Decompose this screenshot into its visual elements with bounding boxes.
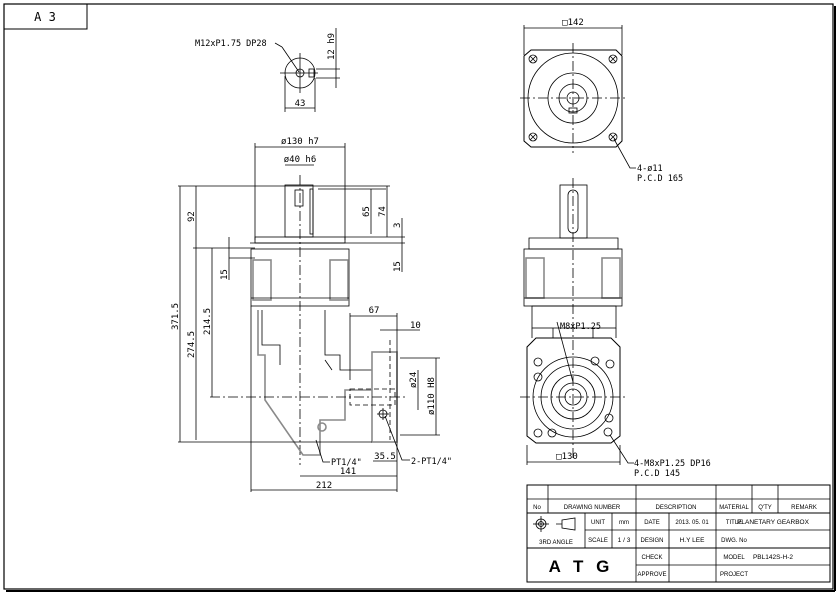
shaft-diameter-dimension: ø40 h6 <box>284 155 317 165</box>
key-width-dimension: 12 h9 <box>327 33 337 60</box>
header-qty: Q'TY <box>758 505 771 511</box>
dwg-label: DWG. No <box>721 538 747 544</box>
motor-pcd-callout: P.C.D 145 <box>634 469 680 479</box>
design-label: DESIGN <box>640 538 663 544</box>
sheet-border <box>3 3 834 590</box>
scale-value: 1 / 3 <box>618 537 631 544</box>
height-to-base-dimension: 274.5 <box>187 331 197 358</box>
model-value: PBL142S-H-2 <box>753 554 793 561</box>
header-drawing-number: DRAWING NUMBER <box>564 505 621 511</box>
input-offset-dimension: 67 <box>369 306 380 316</box>
axis-to-input-dimension: 141 <box>340 467 356 477</box>
input-view: M8xP1.25 □130 4-M8xP1.25 DP16 P.C.D 145 <box>520 178 711 479</box>
overall-length-dimension: 212 <box>316 481 332 491</box>
unit-label: UNIT <box>591 520 605 526</box>
pilot-depth-dimension: 3 <box>393 223 403 228</box>
housing-height-dimension: 92 <box>187 211 197 222</box>
project-label: PROJECT <box>720 572 748 578</box>
check-label: CHECK <box>641 555 662 561</box>
projection-label: 3RD ANGLE <box>539 540 573 546</box>
header-remark: REMARK <box>791 505 817 511</box>
date-value: 2013. 05. 01 <box>675 520 709 526</box>
flange-offset-dimension: 15 <box>220 269 230 280</box>
sheet-size-label: A 3 <box>34 10 56 24</box>
mount-hole-markers <box>528 54 618 142</box>
header-material: MATERIAL <box>719 505 749 511</box>
mount-holes-callout: 4-ø11 <box>637 164 663 174</box>
flange-thickness-dimension: 15 <box>393 261 403 272</box>
side-view: ø130 h7 ø40 h6 371.5 <box>171 137 452 492</box>
motor-holes-callout: 4-M8xP1.25 DP16 <box>634 459 711 469</box>
height-to-axis-dimension: 214.5 <box>203 308 213 335</box>
front-view: □142 4-ø11 P.C.D 165 <box>520 18 683 184</box>
title-block: No DRAWING NUMBER DESCRIPTION MATERIAL Q… <box>526 484 831 583</box>
title-value: PLANETARY GEARBOX <box>737 519 810 526</box>
company-logo: A T G <box>549 557 614 576</box>
model-label: MODEL <box>723 555 745 561</box>
date-label: DATE <box>644 520 660 526</box>
input-thread-callout: M8xP1.25 <box>560 322 601 332</box>
key-length-dimension: 65 <box>362 206 372 217</box>
input-pilot-dimension: ø110 H8 <box>427 377 437 415</box>
overall-height-dimension: 371.5 <box>171 303 181 330</box>
unit-value: mm <box>619 520 629 526</box>
title-label: TITLE <box>726 520 742 526</box>
shaft-end-view: M12xP1.75 DP28 12 h9 43 <box>195 28 340 112</box>
header-no: No <box>533 505 541 511</box>
input-flange-width-dimension: 35.5 <box>374 452 396 462</box>
approve-label: APPROVE <box>637 572 666 578</box>
design-value: H.Y LEE <box>680 537 705 544</box>
pilot-diameter-dimension: ø130 h7 <box>281 137 319 147</box>
sheet-size-box: A 3 <box>3 3 88 30</box>
mount-pcd-callout: P.C.D 165 <box>637 174 683 184</box>
shaft-thread-callout: M12xP1.75 DP28 <box>195 39 267 49</box>
shaft-length-dimension: 74 <box>378 206 388 217</box>
drain-port-callout: PT1/4" <box>331 458 362 468</box>
scale-label: SCALE <box>588 538 608 544</box>
shaft-height-dimension: 43 <box>295 99 306 109</box>
third-angle-projection-icon <box>533 516 576 532</box>
header-description: DESCRIPTION <box>655 505 696 511</box>
input-bore-dimension: ø24 <box>409 372 419 388</box>
input-flange-square-dimension: □130 <box>556 452 578 462</box>
motor-bolt-markers <box>533 356 615 438</box>
flange-square-dimension: □142 <box>562 18 584 28</box>
input-recess-dimension: 10 <box>410 321 421 331</box>
side-ports-callout: 2-PT1/4" <box>411 457 452 467</box>
